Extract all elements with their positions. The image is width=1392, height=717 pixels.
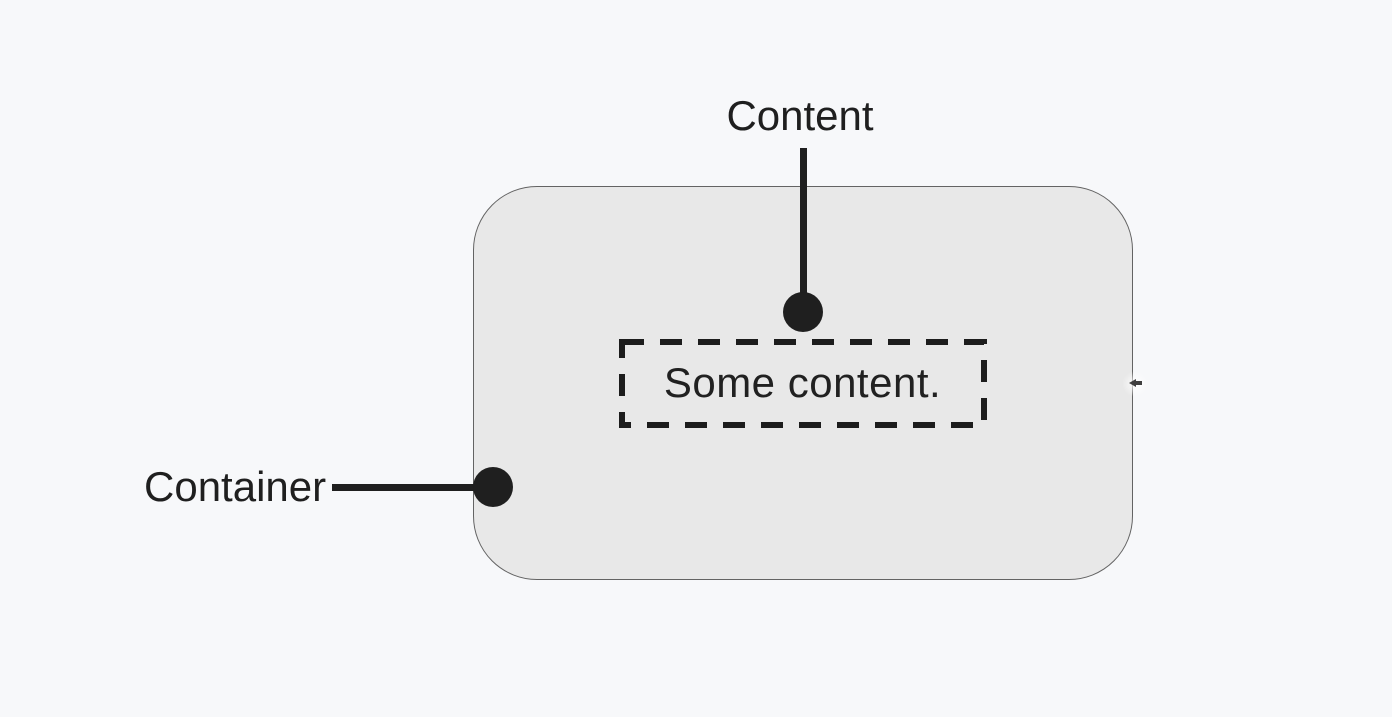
content-callout-line <box>800 148 807 298</box>
mouse-cursor-icon <box>1129 379 1136 387</box>
dashed-content-border <box>619 339 987 428</box>
content-text: Some content. <box>663 359 942 406</box>
content-callout-dot <box>783 292 823 332</box>
container-callout-dot <box>473 467 513 507</box>
content-label: Content <box>726 92 874 139</box>
container-callout-line <box>332 484 480 491</box>
container-label: Container <box>144 463 327 510</box>
mouse-cursor-icon-tail <box>1136 381 1142 385</box>
